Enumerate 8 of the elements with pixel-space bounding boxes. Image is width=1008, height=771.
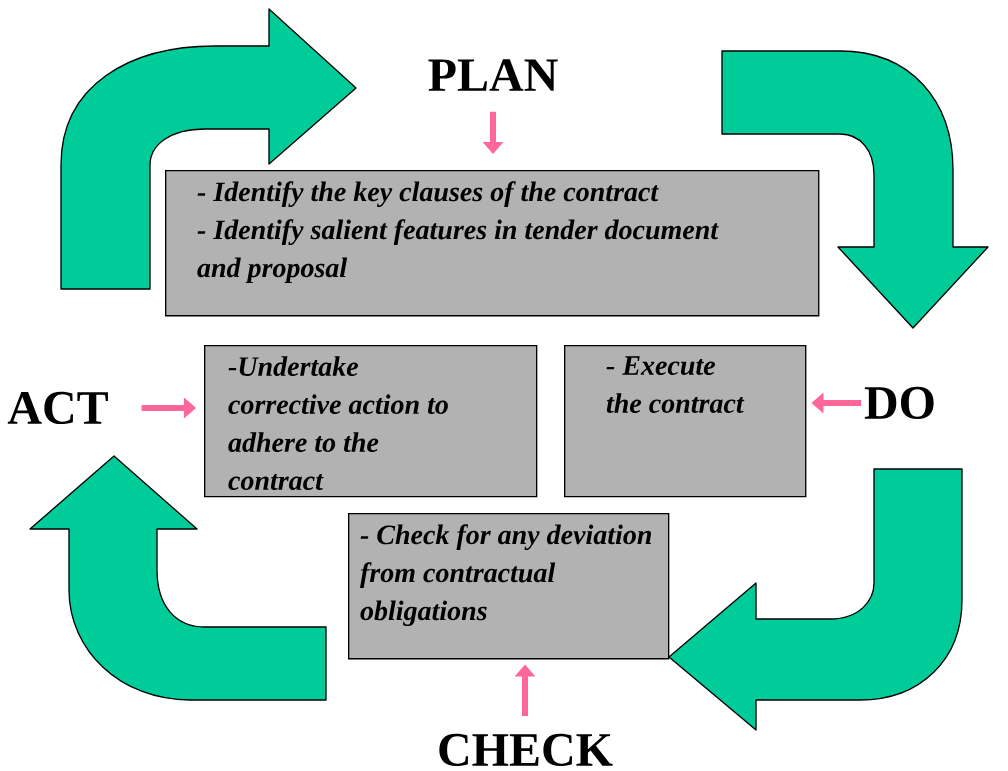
text-box: - Execute the contract [564, 345, 807, 498]
phase-label: DO [864, 386, 934, 420]
text-box: - Identify the key clauses of the contract - Identify salient features in tender document and proposal [165, 170, 820, 317]
text-box: -Undertake corrective action to adhere to the contract [204, 345, 538, 498]
text-box: - Check for any deviation from contractual obligations [348, 513, 670, 660]
phase-label: PLAN [428, 59, 558, 91]
phase-label: ACT [7, 391, 108, 425]
phase-label: CHECK [439, 733, 613, 767]
